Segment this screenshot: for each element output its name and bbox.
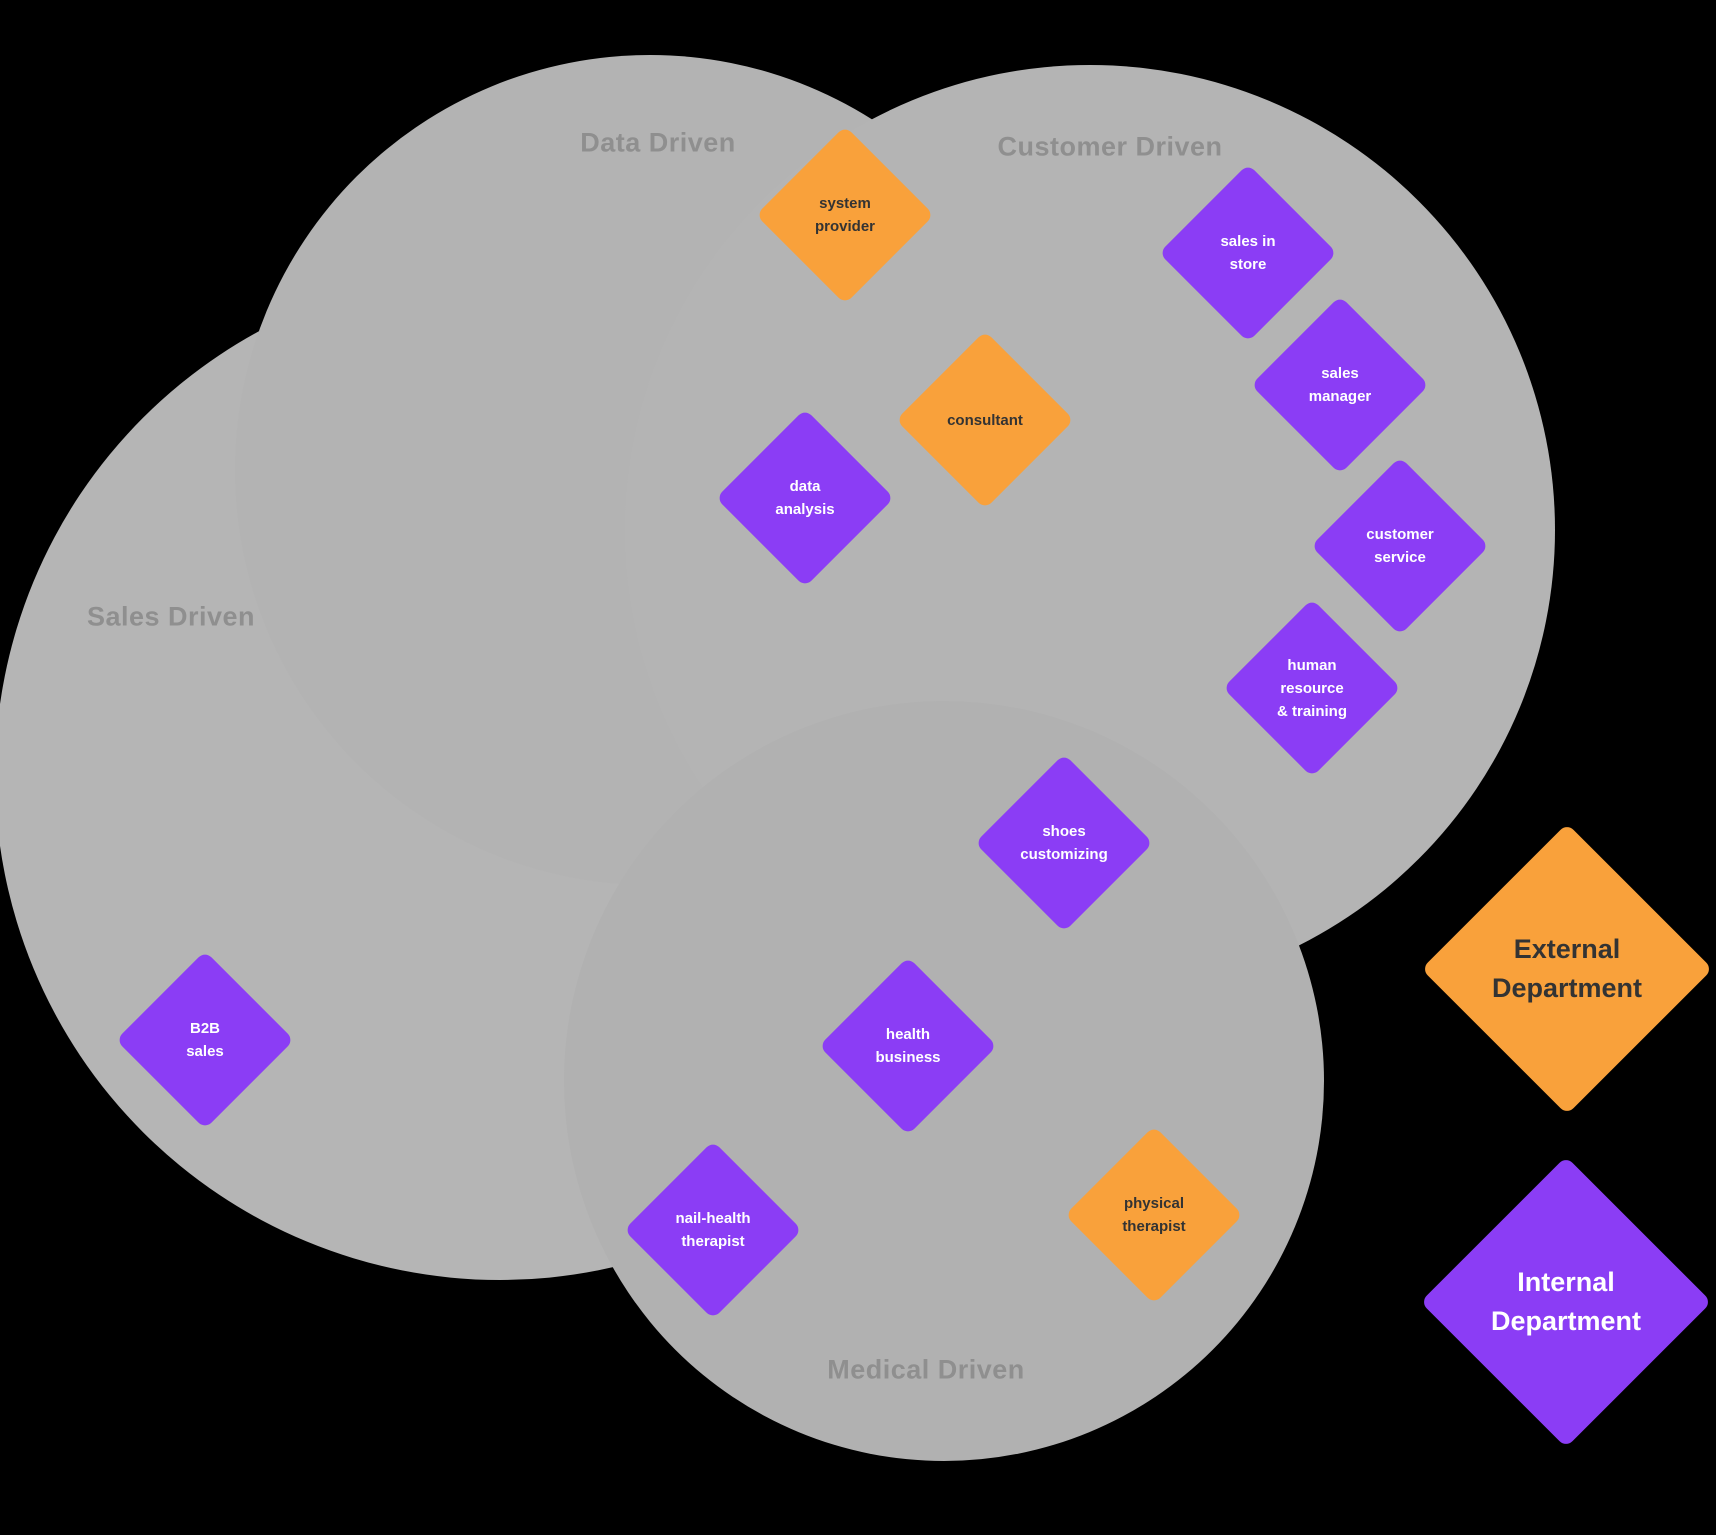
node-label-line: data — [789, 478, 821, 495]
customer-driven-label: Customer Driven — [997, 131, 1223, 162]
node-label-line: Department — [1490, 1306, 1642, 1336]
node-label-line: business — [875, 1049, 941, 1066]
node-label-line: External — [1513, 934, 1621, 964]
sales-in-store-label: sales in store — [1159, 164, 1337, 342]
node-label-line: physical — [1123, 1195, 1185, 1212]
physical-therapist-label: physical therapist — [1065, 1126, 1243, 1304]
node-label-line: service — [1374, 549, 1426, 566]
node-label-line: customizing — [1020, 846, 1108, 863]
data-driven-label: Data Driven — [580, 127, 736, 158]
customer-service-node[interactable]: customer service — [1310, 456, 1490, 636]
shoes-customizing-label: shoes customizing — [975, 754, 1153, 932]
node-label-line: consultant — [947, 411, 1023, 429]
node-label-line: therapist — [1122, 1218, 1186, 1235]
node-label-line: Internal — [1517, 1267, 1615, 1297]
consultant-node[interactable]: consultant — [895, 330, 1075, 510]
node-label-line: customer — [1366, 526, 1434, 543]
node-label-line: & training — [1277, 702, 1347, 720]
consultant-label: consultant — [896, 331, 1074, 509]
human-resource-training-node[interactable]: human resource & training — [1222, 598, 1402, 778]
system-provider-label: system provider — [756, 126, 934, 304]
node-label-line: analysis — [775, 501, 835, 518]
node-label-line: health — [885, 1026, 931, 1043]
health-business-label: health business — [819, 957, 997, 1135]
node-label-line: resource — [1280, 679, 1344, 697]
sales-manager-node[interactable]: sales manager — [1250, 295, 1430, 475]
node-label-line: provider — [814, 218, 875, 235]
human-resource-training-label: human resource & training — [1223, 599, 1401, 777]
node-label-line: sales — [186, 1043, 224, 1060]
nail-health-therapist-label: nail-health therapist — [624, 1141, 802, 1319]
system-provider-node[interactable]: system provider — [755, 125, 935, 305]
b2b-sales-node[interactable]: B2B sales — [115, 950, 295, 1130]
shoes-customizing-node[interactable]: shoes customizing — [974, 753, 1154, 933]
sales-manager-label: sales manager — [1251, 296, 1429, 474]
sales-driven-label: Sales Driven — [86, 601, 256, 632]
node-label-line: human — [1287, 656, 1337, 674]
sales-in-store-node[interactable]: sales in store — [1158, 163, 1338, 343]
node-label-line: nail-health — [675, 1210, 751, 1227]
node-label-line: shoes — [1042, 823, 1086, 840]
node-label-line: manager — [1308, 388, 1372, 405]
node-label-line: therapist — [681, 1233, 745, 1250]
node-label-line: sales in — [1220, 233, 1276, 250]
medical-driven-label: Medical Driven — [827, 1354, 1025, 1385]
node-label-line: sales — [1321, 365, 1359, 382]
physical-therapist-node[interactable]: physical therapist — [1064, 1125, 1244, 1305]
node-label-line: system — [819, 195, 871, 212]
node-label-line: store — [1229, 256, 1267, 273]
b2b-sales-label: B2B sales — [116, 951, 294, 1129]
data-analysis-node[interactable]: data analysis — [715, 408, 895, 588]
customer-service-label: customer service — [1311, 457, 1489, 635]
data-analysis-label: data analysis — [716, 409, 894, 587]
health-business-node[interactable]: health business — [818, 956, 998, 1136]
node-label-line: B2B — [189, 1020, 220, 1037]
node-label-line: Department — [1491, 973, 1643, 1003]
nail-health-therapist-node[interactable]: nail-health therapist — [623, 1140, 803, 1320]
